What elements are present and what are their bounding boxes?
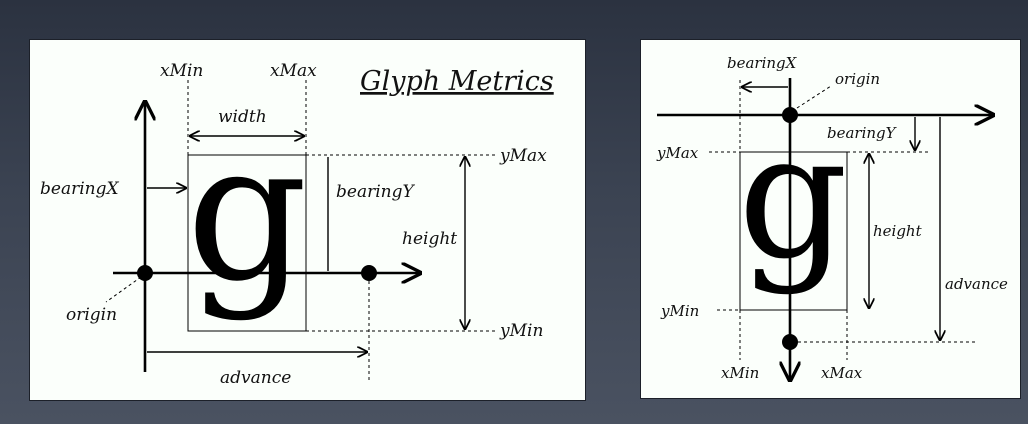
ymax-label: yMax [499,146,547,166]
xmax-label: xMax [821,364,863,382]
horizontal-metrics-panel: Glyph Metrics g xMin xMax width bearingX… [30,40,585,400]
glyph-g: g [186,102,308,323]
horizontal-metrics-diagram: Glyph Metrics g xMin xMax width bearingX… [40,61,554,388]
xmax-label: xMax [270,61,317,81]
bearing-y-label: bearingY [336,182,415,202]
bearing-x-label: bearingX [727,54,798,72]
origin-pointer [105,276,142,303]
origin-pointer [796,85,832,109]
xmin-label: xMin [721,364,759,382]
advance-label: advance [220,368,291,388]
xmin-label: xMin [160,61,203,81]
bearing-y-label: bearingY [827,124,898,142]
vertical-metrics-diagram: g bearingX origin bearingY yMax yMin hei… [656,54,1008,398]
ymin-label: yMin [499,321,543,341]
bearing-x-label: bearingX [40,179,119,199]
glyph-g: g [738,96,848,297]
ymax-label: yMax [656,144,699,162]
width-label: width [218,107,267,127]
advance-point [782,334,798,350]
height-label: height [402,229,457,249]
origin-label: origin [835,70,880,88]
advance-point [361,265,377,281]
ymin-label: yMin [660,302,699,320]
height-label: height [873,222,923,240]
advance-label: advance [945,275,1008,293]
origin-point [782,107,798,123]
origin-label: origin [66,305,117,325]
glyph-bounding-box [187,154,307,332]
vertical-metrics-panel: g bearingX origin bearingY yMax yMin hei… [641,40,1020,398]
diagram-title: Glyph Metrics [360,66,554,97]
